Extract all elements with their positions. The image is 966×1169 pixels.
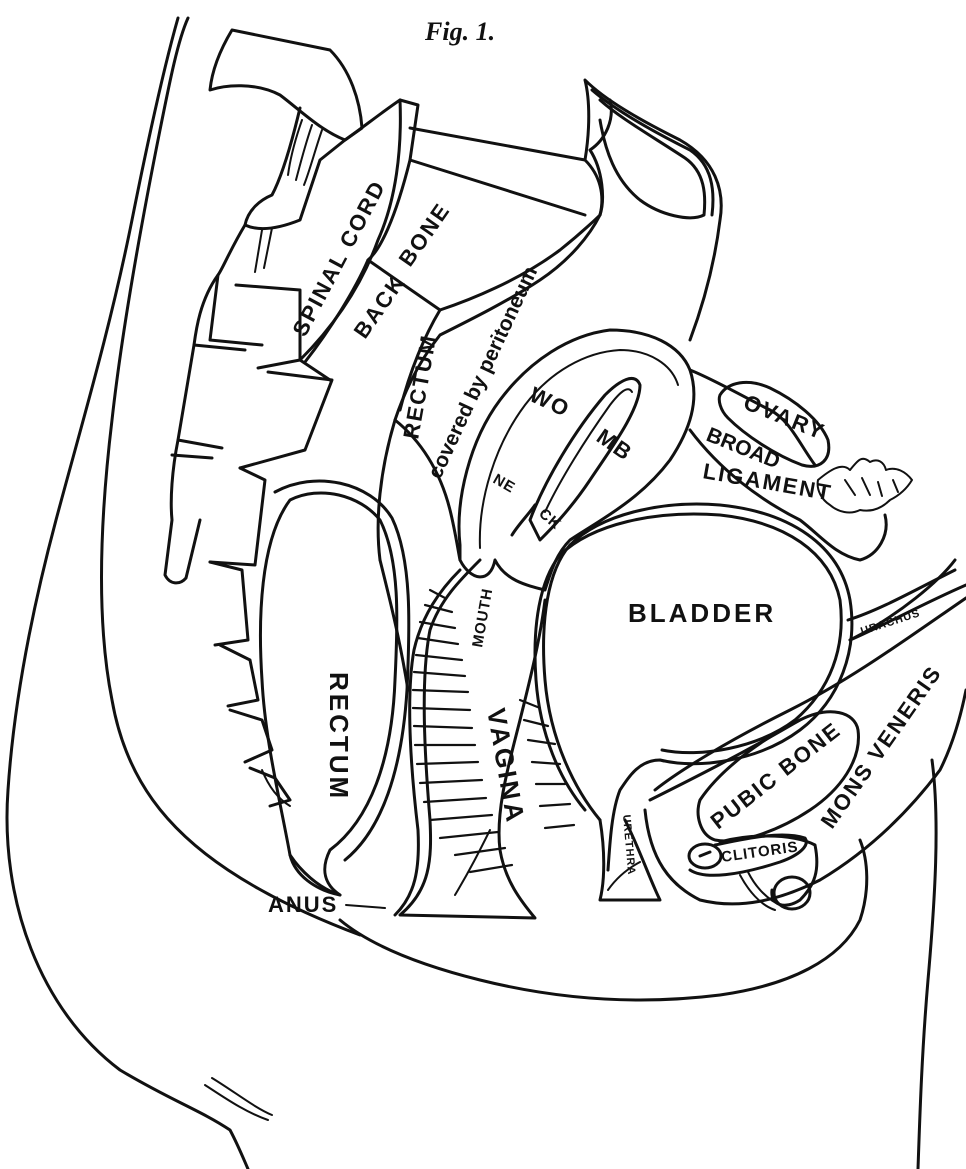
label-bone: BONE bbox=[394, 198, 456, 271]
labels: SPINAL CORD BACK BONE RECTUM covered by … bbox=[268, 176, 947, 917]
body-outline bbox=[7, 18, 936, 1169]
upper-rectum bbox=[378, 80, 721, 560]
label-ne: NE bbox=[490, 471, 518, 497]
label-vagina: VAGINA bbox=[481, 706, 531, 827]
figure-title: Fig. 1. bbox=[424, 17, 495, 46]
label-mouth: MOUTH bbox=[469, 587, 496, 649]
label-bladder: BLADDER bbox=[628, 598, 776, 628]
vertebral-column bbox=[165, 30, 440, 806]
label-ck: CK bbox=[535, 505, 564, 533]
label-urethra: URETHRA bbox=[620, 814, 637, 876]
label-rectum-upper: RECTUM bbox=[398, 332, 441, 441]
label-ovary: OVARY bbox=[740, 389, 829, 444]
label-mb: MB bbox=[592, 424, 638, 466]
label-wo: WO bbox=[526, 382, 575, 422]
vagina bbox=[395, 560, 545, 918]
label-anus: ANUS bbox=[268, 892, 338, 917]
label-rectum-lower: RECTUM bbox=[324, 672, 354, 801]
anus-pointer bbox=[346, 905, 385, 908]
